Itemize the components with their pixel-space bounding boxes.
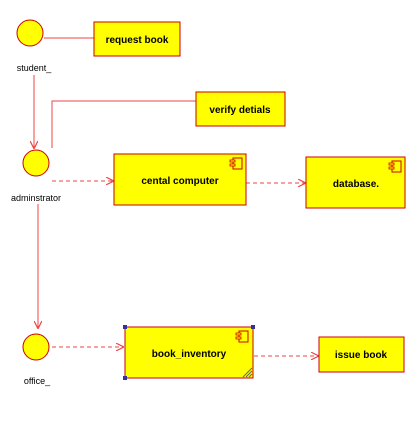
component-label: database. [333,179,379,190]
selection-handle [123,325,255,380]
actor-office[interactable]: office_ [22,333,51,386]
actor-administrator[interactable]: adminstrator [11,149,61,203]
component-icon [229,157,243,170]
actor-circle [16,19,44,47]
note-label: request book [106,35,169,46]
actor-circle [22,333,50,361]
actor-label: office_ [24,376,51,386]
actor-label: student_ [17,63,53,73]
note-label: issue book [335,350,388,361]
admin-verify-line [51,100,196,148]
component-icon [235,330,249,343]
note-issue-book[interactable]: issue book [318,336,405,373]
actor-label: adminstrator [11,193,61,203]
component-label: cental computer [141,176,218,187]
note-label: verify detials [209,105,271,116]
component-book-inventory[interactable]: book_inventory [123,325,255,380]
actor-student[interactable]: student_ [16,19,53,73]
note-request-book[interactable]: request book [93,21,181,57]
note-verify-details[interactable]: verify detials [195,91,286,127]
actor-circle [22,149,50,177]
component-database[interactable]: database. [305,156,406,209]
component-central-computer[interactable]: cental computer [113,153,247,206]
resize-grip-icon [242,367,253,378]
component-icon [388,160,402,173]
component-label: book_inventory [152,349,227,360]
